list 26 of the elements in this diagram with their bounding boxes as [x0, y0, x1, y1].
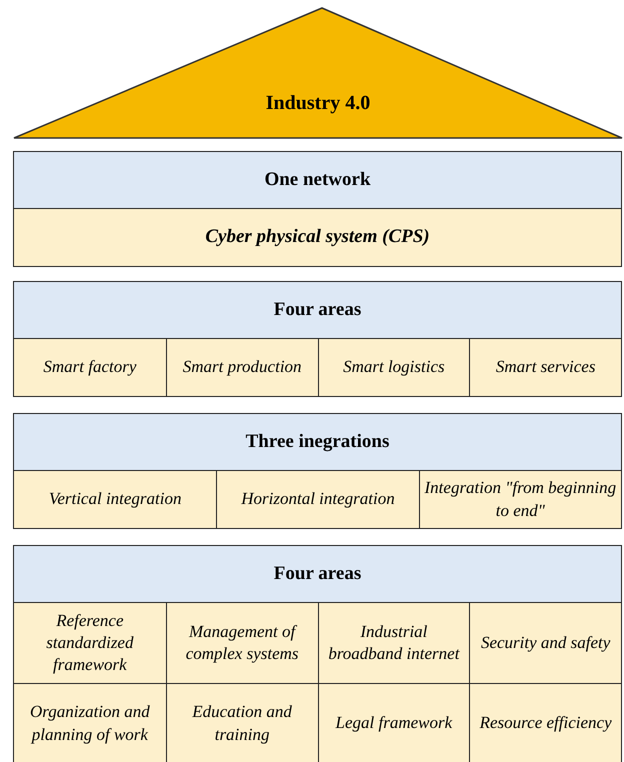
block-header: Four areas	[14, 546, 621, 603]
area-cell: Cyber physical system (CPS)	[14, 209, 621, 266]
area-cell: Management of complex systems	[166, 603, 318, 683]
block-header: One network	[14, 152, 621, 209]
pillar-block	[13, 151, 622, 267]
area-cell: Education and training	[166, 683, 318, 762]
block-header: Three inegrations	[14, 414, 621, 471]
area-cell: Industrial broadband internet	[318, 603, 470, 683]
area-cell: Integration "from beginning to end"	[418, 471, 621, 528]
area-cell: Resource efficiency	[469, 683, 621, 762]
area-cell: Security and safety	[469, 603, 621, 683]
area-cell: Reference standardized framework	[14, 603, 166, 683]
pillar-block	[13, 281, 622, 397]
roof-triangle	[12, 6, 624, 140]
pillar-block	[13, 545, 622, 762]
area-cell: Vertical integration	[14, 471, 216, 528]
area-cell: Organization and planning of work	[14, 683, 166, 762]
roof-title: Industry 4.0	[264, 92, 372, 115]
area-cell: Smart logistics	[318, 339, 470, 396]
area-cell: Horizontal integration	[216, 471, 419, 528]
area-cell: Legal framework	[318, 683, 470, 762]
area-cell: Smart services	[469, 339, 621, 396]
area-cell: Smart production	[166, 339, 318, 396]
area-cell: Smart factory	[14, 339, 166, 396]
pillar-block	[13, 413, 622, 529]
block-header: Four areas	[14, 282, 621, 339]
